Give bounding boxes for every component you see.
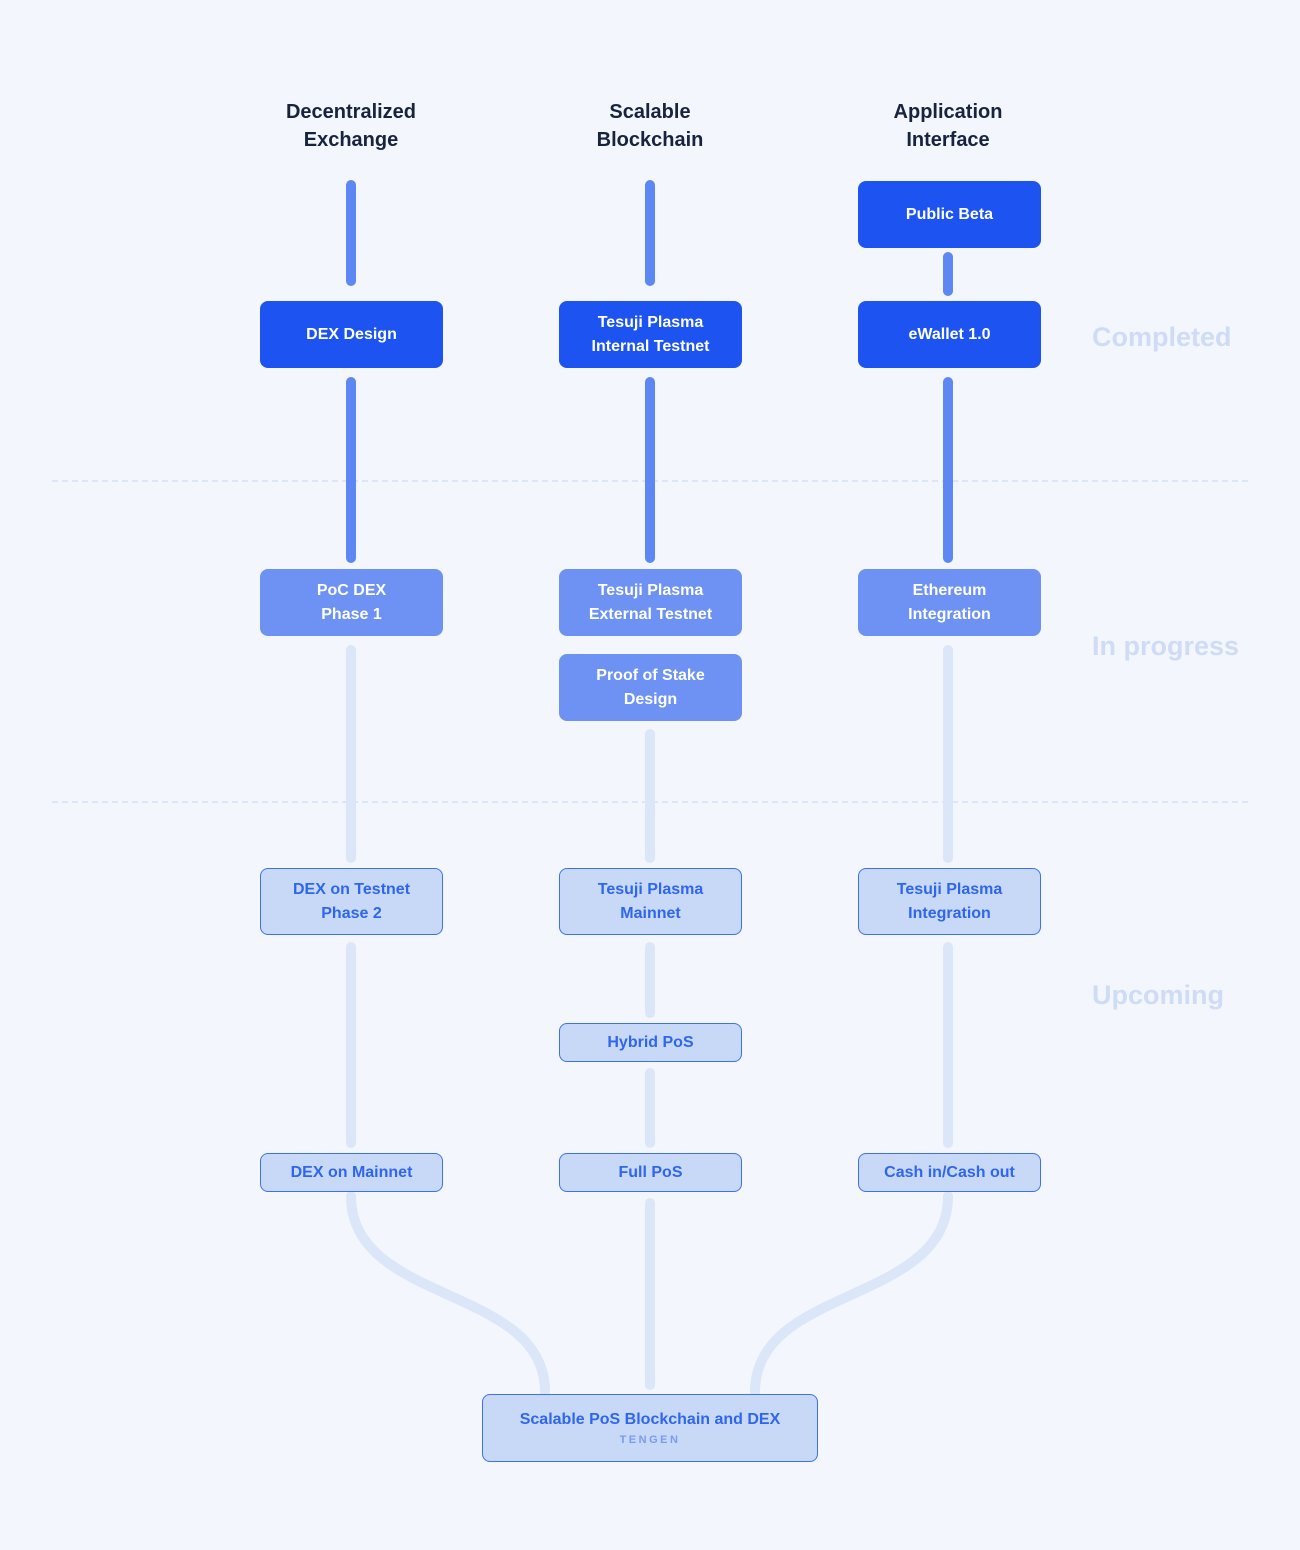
connector-ewallet-ethereum bbox=[943, 377, 953, 563]
connector-tesujiintegration-cashincashout bbox=[943, 942, 953, 1148]
connector-pocdex-testnet2 bbox=[346, 645, 356, 863]
column-header-scalable-blockchain: Scalable Blockchain bbox=[596, 101, 704, 151]
connector-testnet2-dexmainnet bbox=[346, 942, 356, 1148]
final-node-title: Scalable PoS Blockchain and DEX bbox=[519, 1410, 781, 1428]
node-final-scalable-pos-blockchain-and-dex: Scalable PoS Blockchain and DEX TENGEN bbox=[482, 1394, 818, 1462]
final-node-subtitle: TENGEN bbox=[619, 1433, 681, 1446]
connector-dex-top bbox=[346, 180, 356, 286]
connector-posdesign-mainnet bbox=[645, 729, 655, 863]
node-poc-dex-phase-1: PoC DEX Phase 1 bbox=[260, 569, 443, 636]
connector-curve-left bbox=[346, 1191, 550, 1397]
connector-curve-right bbox=[750, 1191, 953, 1397]
phase-label-in-progress: In progress bbox=[1092, 631, 1240, 661]
node-ethereum-integration: Ethereum Integration bbox=[858, 569, 1041, 636]
node-dex-on-testnet-phase-2: DEX on Testnet Phase 2 bbox=[260, 868, 443, 935]
node-dex-on-mainnet: DEX on Mainnet bbox=[260, 1153, 443, 1192]
node-tesuji-plasma-internal-testnet: Tesuji Plasma Internal Testnet bbox=[559, 301, 742, 368]
connector-ethereum-tesujiintegration bbox=[943, 645, 953, 863]
connector-hybridpos-fullpos bbox=[645, 1068, 655, 1148]
node-ewallet-1-0: eWallet 1.0 bbox=[858, 301, 1041, 368]
node-proof-of-stake-design: Proof of Stake Design bbox=[559, 654, 742, 721]
node-hybrid-pos: Hybrid PoS bbox=[559, 1023, 742, 1062]
connector-internal-external bbox=[645, 377, 655, 563]
node-tesuji-plasma-external-testnet: Tesuji Plasma External Testnet bbox=[559, 569, 742, 636]
connector-mainnet-hybridpos bbox=[645, 942, 655, 1018]
column-header-decentralized-exchange: Decentralized Exchange bbox=[285, 101, 417, 151]
node-dex-design: DEX Design bbox=[260, 301, 443, 368]
node-tesuji-plasma-mainnet: Tesuji Plasma Mainnet bbox=[559, 868, 742, 935]
connector-dexdesign-pocdex bbox=[346, 377, 356, 563]
node-tesuji-plasma-integration: Tesuji Plasma Integration bbox=[858, 868, 1041, 935]
node-full-pos: Full PoS bbox=[559, 1153, 742, 1192]
phase-label-upcoming: Upcoming bbox=[1092, 980, 1224, 1010]
node-cash-in-cash-out: Cash in/Cash out bbox=[858, 1153, 1041, 1192]
connector-publicbeta-ewallet bbox=[943, 252, 953, 296]
node-public-beta: Public Beta bbox=[858, 181, 1041, 248]
connector-blockchain-top bbox=[645, 180, 655, 286]
connector-fullpos-final bbox=[645, 1198, 655, 1390]
phase-label-completed: Completed bbox=[1092, 322, 1232, 352]
column-header-application-interface: Application Interface bbox=[893, 101, 1003, 151]
